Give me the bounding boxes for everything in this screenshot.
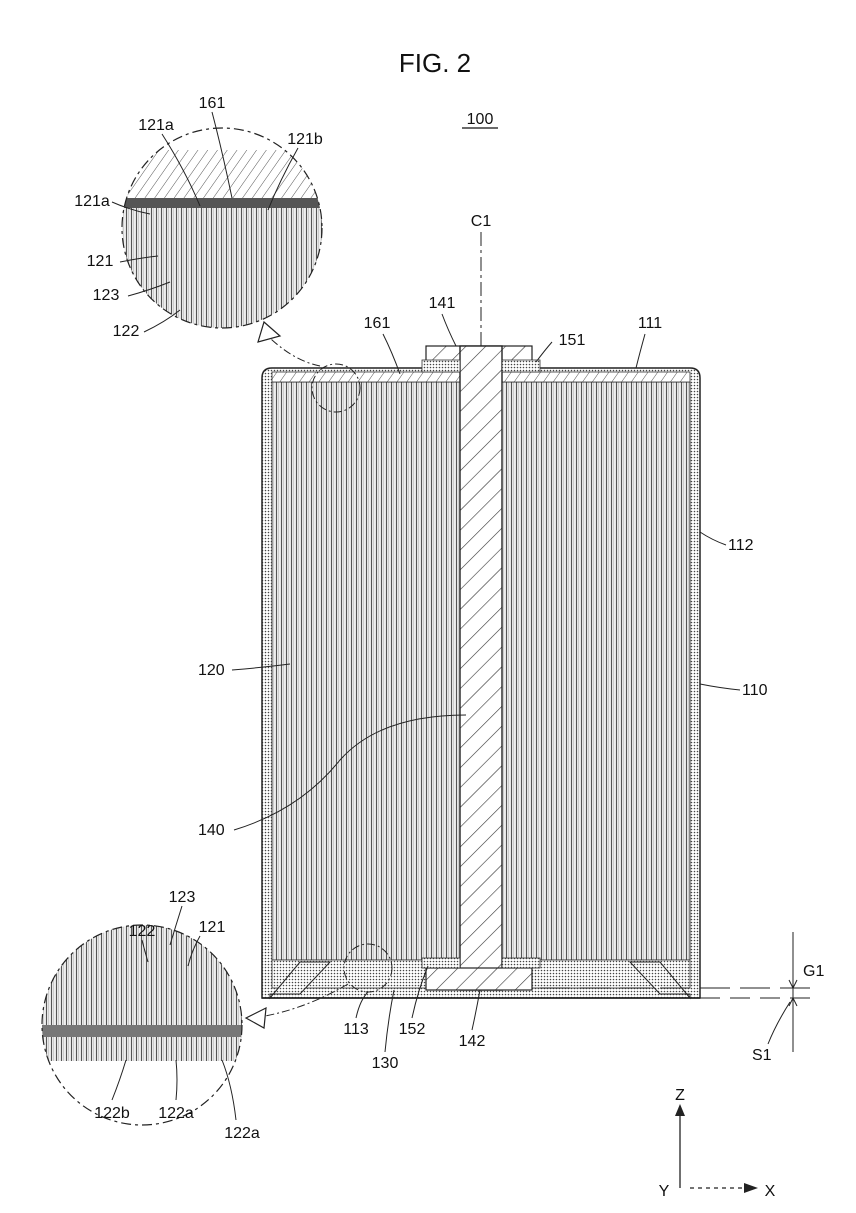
label-130: 130 (372, 1055, 399, 1072)
gasket-top-left (422, 360, 460, 372)
label-161: 161 (364, 315, 391, 332)
label-141: 141 (429, 295, 456, 312)
label-g1: G1 (803, 963, 824, 980)
label-bottom-detail-122b: 122b (94, 1105, 130, 1122)
top-insulator-right (502, 372, 690, 382)
label-111: 111 (638, 315, 662, 332)
label-c1: C1 (471, 213, 492, 230)
top-detail-view (120, 120, 330, 340)
leader-111 (636, 334, 645, 368)
label-top-detail-123: 123 (93, 287, 120, 304)
label-bottom-detail-122a-1: 122a (158, 1105, 194, 1122)
terminal-bottom-flange (426, 968, 532, 990)
label-bottom-detail-121: 121 (199, 919, 226, 936)
axis-label-x: X (765, 1183, 776, 1200)
label-152: 152 (399, 1021, 426, 1038)
label-140: 140 (198, 822, 225, 839)
detail-arrow-bottom (246, 1008, 266, 1028)
leader-110 (700, 684, 740, 690)
leader-s1 (768, 1002, 790, 1044)
label-top-detail-122: 122 (113, 323, 140, 340)
label-120: 120 (198, 662, 225, 679)
label-top-detail-161: 161 (199, 95, 226, 112)
label-s1: S1 (752, 1047, 772, 1064)
gasket-top-right (502, 360, 540, 372)
label-top-detail-121: 121 (87, 253, 114, 270)
label-142: 142 (459, 1033, 486, 1050)
leader-112 (700, 532, 726, 545)
label-top-detail-121a-2: 121a (74, 193, 110, 210)
label-113: 113 (343, 1021, 369, 1038)
label-151: 151 (559, 332, 586, 349)
gasket-bottom-right (502, 958, 540, 968)
terminal-shaft (460, 346, 502, 990)
detail-arrow-top (258, 322, 280, 342)
leader-151 (536, 342, 552, 362)
label-top-detail-121a-1: 121a (138, 117, 174, 134)
leader-130 (385, 990, 394, 1052)
label-110: 110 (742, 682, 768, 699)
label-bottom-detail-123: 123 (169, 889, 196, 906)
top-insulator (272, 372, 460, 382)
axis-label-z: Z (675, 1087, 685, 1104)
label-bottom-detail-122: 122 (129, 923, 156, 940)
coordinate-axes (675, 1104, 758, 1193)
label-top-detail-121b: 121b (287, 131, 323, 148)
figure-title: FIG. 2 (399, 48, 471, 78)
axis-label-y: Y (659, 1183, 670, 1200)
label-112: 112 (728, 537, 754, 554)
leader-141 (442, 314, 456, 346)
ref-number-100: 100 (467, 111, 494, 128)
label-bottom-detail-122a-2: 122a (224, 1125, 260, 1142)
